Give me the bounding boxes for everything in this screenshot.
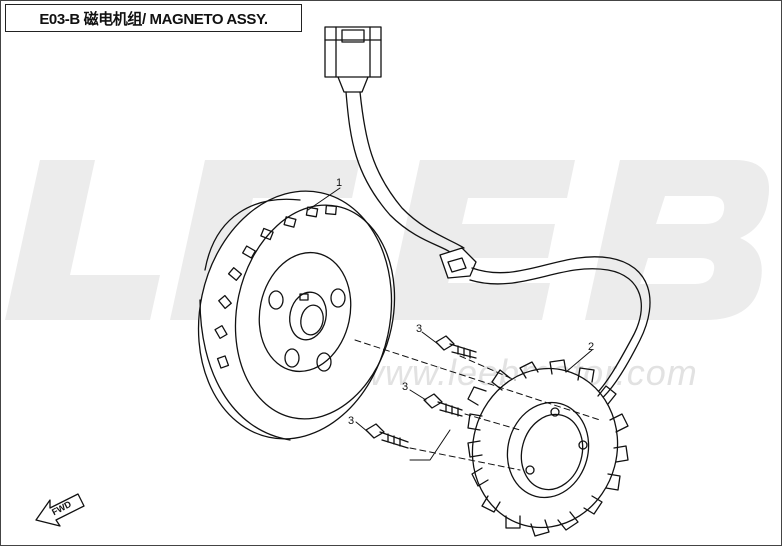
- callout-3-lower: 3: [348, 415, 354, 427]
- wire-harness: [345, 91, 651, 401]
- bolt-upper: [435, 335, 477, 359]
- stator-coil: [467, 359, 629, 537]
- callout-3-upper: 3: [416, 323, 422, 335]
- bolt-middle: [423, 393, 463, 417]
- wire-connector: [324, 26, 382, 93]
- page-title: E03-B 磁电机组/ MAGNETO ASSY.: [5, 4, 302, 32]
- callout-3-middle: 3: [402, 381, 408, 393]
- flywheel-rotor: [197, 190, 396, 441]
- callout-1: 1: [336, 177, 342, 189]
- fwd-arrow-icon: [35, 493, 85, 527]
- callout-2: 2: [588, 341, 594, 353]
- bolt-lower: [365, 423, 409, 449]
